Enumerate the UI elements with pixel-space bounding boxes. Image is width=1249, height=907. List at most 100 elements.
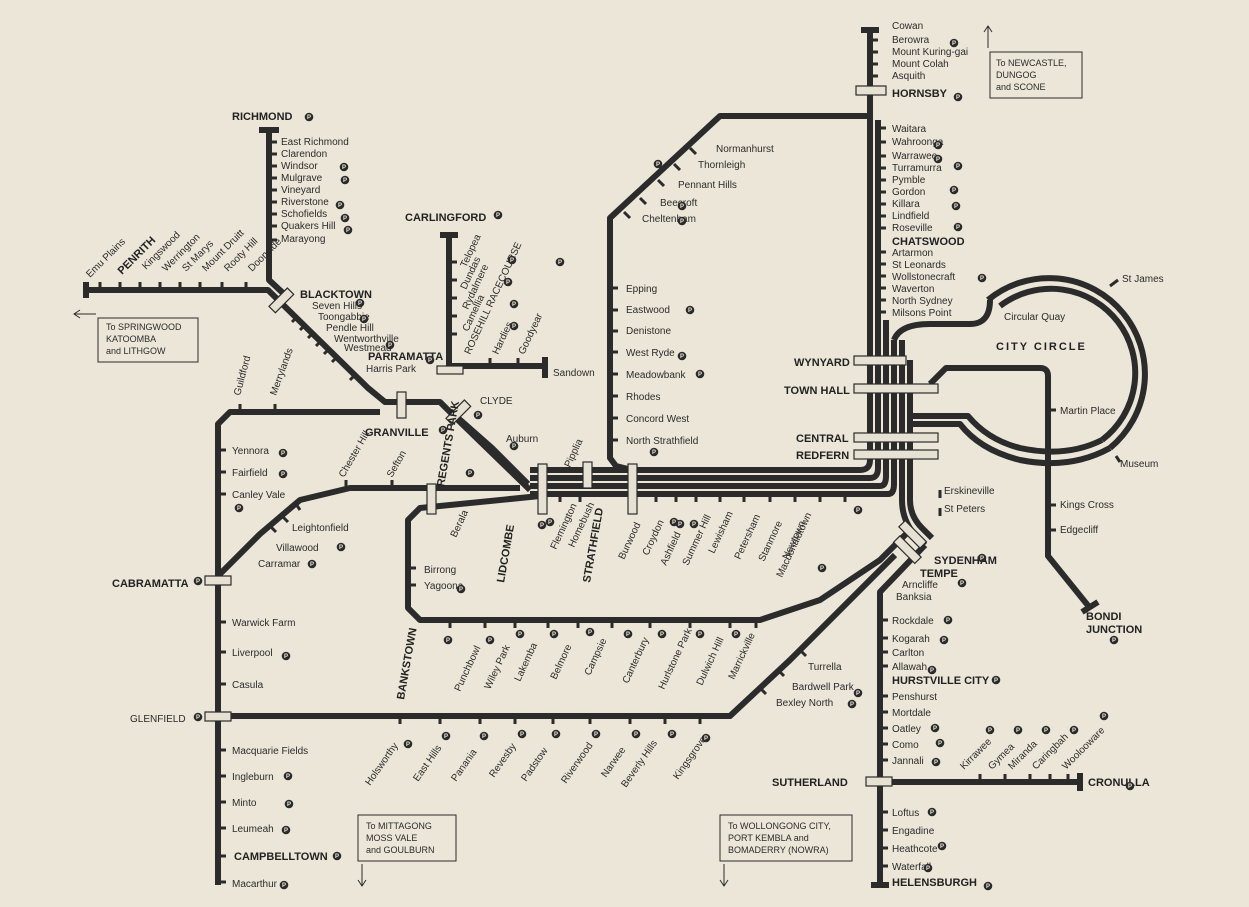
station-ticks [98,38,1122,884]
label-waterfall: Waterfall [892,862,931,873]
note-springwood-1: To SPRINGWOOD [106,322,182,332]
line-city-circle-inner [998,285,1139,443]
label-milsons-point: Milsons Point [892,308,952,319]
label-arncliffe: Arncliffe [902,580,938,591]
label-bexley-north: Bexley North [776,698,833,709]
parking-icon: P [473,410,483,420]
parking-icon: P [977,553,987,563]
label-helensburgh: HELENSBURGH [892,877,977,889]
label-eastwood: Eastwood [626,305,670,316]
parking-icon: P [507,255,517,265]
interchange-wynyard [853,355,907,366]
parking-icon: P [1013,725,1023,735]
note-box-wollongong [719,814,853,862]
svg-text:P: P [820,566,824,572]
label-st-peters: St Peters [944,504,985,515]
interchange-redfern [853,449,939,460]
label-town-hall: TOWN HALL [784,385,850,397]
label-parramatta: PARRAMATTA [368,351,443,363]
label-martin-place: Martin Place [1060,406,1116,417]
note-newcastle-3: and SCONE [996,82,1046,92]
parking-icon: P [983,881,993,891]
svg-text:P: P [930,810,934,816]
note-box-springwood [97,317,199,363]
svg-text:P: P [988,728,992,734]
parking-icon: P [385,340,395,350]
label-city-circle: CITY CIRCLE [996,341,1087,353]
label-burwood: Burwood [617,521,644,561]
parking-icon: P [278,448,288,458]
parking-icon: P [585,627,595,637]
label-vineyard: Vineyard [281,185,320,196]
interchange-sutherland [865,776,893,787]
parking-icon: P [649,447,659,457]
label-tempe: TEMPE [920,568,958,580]
svg-text:P: P [310,562,314,568]
parking-icon: P [677,351,687,361]
parking-icon: P [631,729,641,739]
label-lewisham: Lewisham [707,510,736,555]
label-bardwell-park: Bardwell Park [792,682,855,693]
parking-icon: P [927,807,937,817]
svg-text:P: P [307,115,311,121]
interchange-carlingford-jn [436,365,464,375]
parking-icon: P [953,161,963,171]
svg-text:P: P [956,164,960,170]
label-cheltenham: Cheltenham [642,214,696,225]
label-riverwood: Riverwood [559,741,595,786]
label-central: CENTRAL [796,433,849,445]
label-villawood: Villawood [276,543,319,554]
parking-icon: P [283,771,293,781]
svg-text:P: P [680,219,684,225]
arrow-springwood [73,309,96,319]
label-sutherland: SUTHERLAND [772,777,848,789]
svg-text:P: P [734,632,738,638]
line-city-circle [986,275,1148,451]
svg-text:P: P [496,213,500,219]
label-riverstone: Riverstone [281,197,329,208]
label-wahroonga: Wahroonga [892,137,944,148]
parking-icon: P [847,699,857,709]
label-east-hills: East Hills [411,743,444,783]
svg-text:P: P [688,308,692,314]
interchange-strathfield [627,463,638,515]
svg-text:P: P [936,143,940,149]
parking-icon: P [551,729,561,739]
note-newcastle-2: DUNGOG [996,70,1037,80]
label-punchbowl: Punchbowl [453,644,484,693]
label-goodyear: Goodyear [517,311,546,356]
svg-text:P: P [704,736,708,742]
parking-icon: P [933,154,943,164]
svg-text:P: P [980,276,984,282]
label-cowan: Cowan [892,21,923,32]
label-leumeah: Leumeah [232,824,274,835]
parking-icon: P [438,425,448,435]
label-mount-kuring-gai: Mount Kuring-gai [892,47,968,58]
label-clarendon: Clarendon [281,149,327,160]
label-st-james: St James [1122,274,1164,285]
label-bondi-2: JUNCTION [1086,624,1142,636]
line-main-1 [530,30,873,473]
label-ingleburn: Ingleburn [232,772,274,783]
svg-text:P: P [680,204,684,210]
parking-icon: P [304,112,314,122]
parking-icon: P [234,503,244,513]
label-regents-park: REGENTS PARK [435,400,462,487]
svg-text:P: P [980,556,984,562]
parking-icon: P [545,517,555,527]
svg-text:P: P [388,343,392,349]
svg-text:P: P [459,587,463,593]
label-quakers-hill: Quakers Hill [281,221,335,232]
parking-icon: P [991,675,1001,685]
label-roseville: Roseville [892,223,933,234]
parking-icon: P [1125,781,1135,791]
svg-text:P: P [856,508,860,514]
label-liverpool: Liverpool [232,648,273,659]
parking-icon: P [307,559,317,569]
note-mittagong-1: To MITTAGONG [366,821,432,831]
note-box-newcastle [989,51,1083,99]
label-wollstonecraft: Wollstonecraft [892,272,955,283]
svg-text:P: P [506,280,510,286]
